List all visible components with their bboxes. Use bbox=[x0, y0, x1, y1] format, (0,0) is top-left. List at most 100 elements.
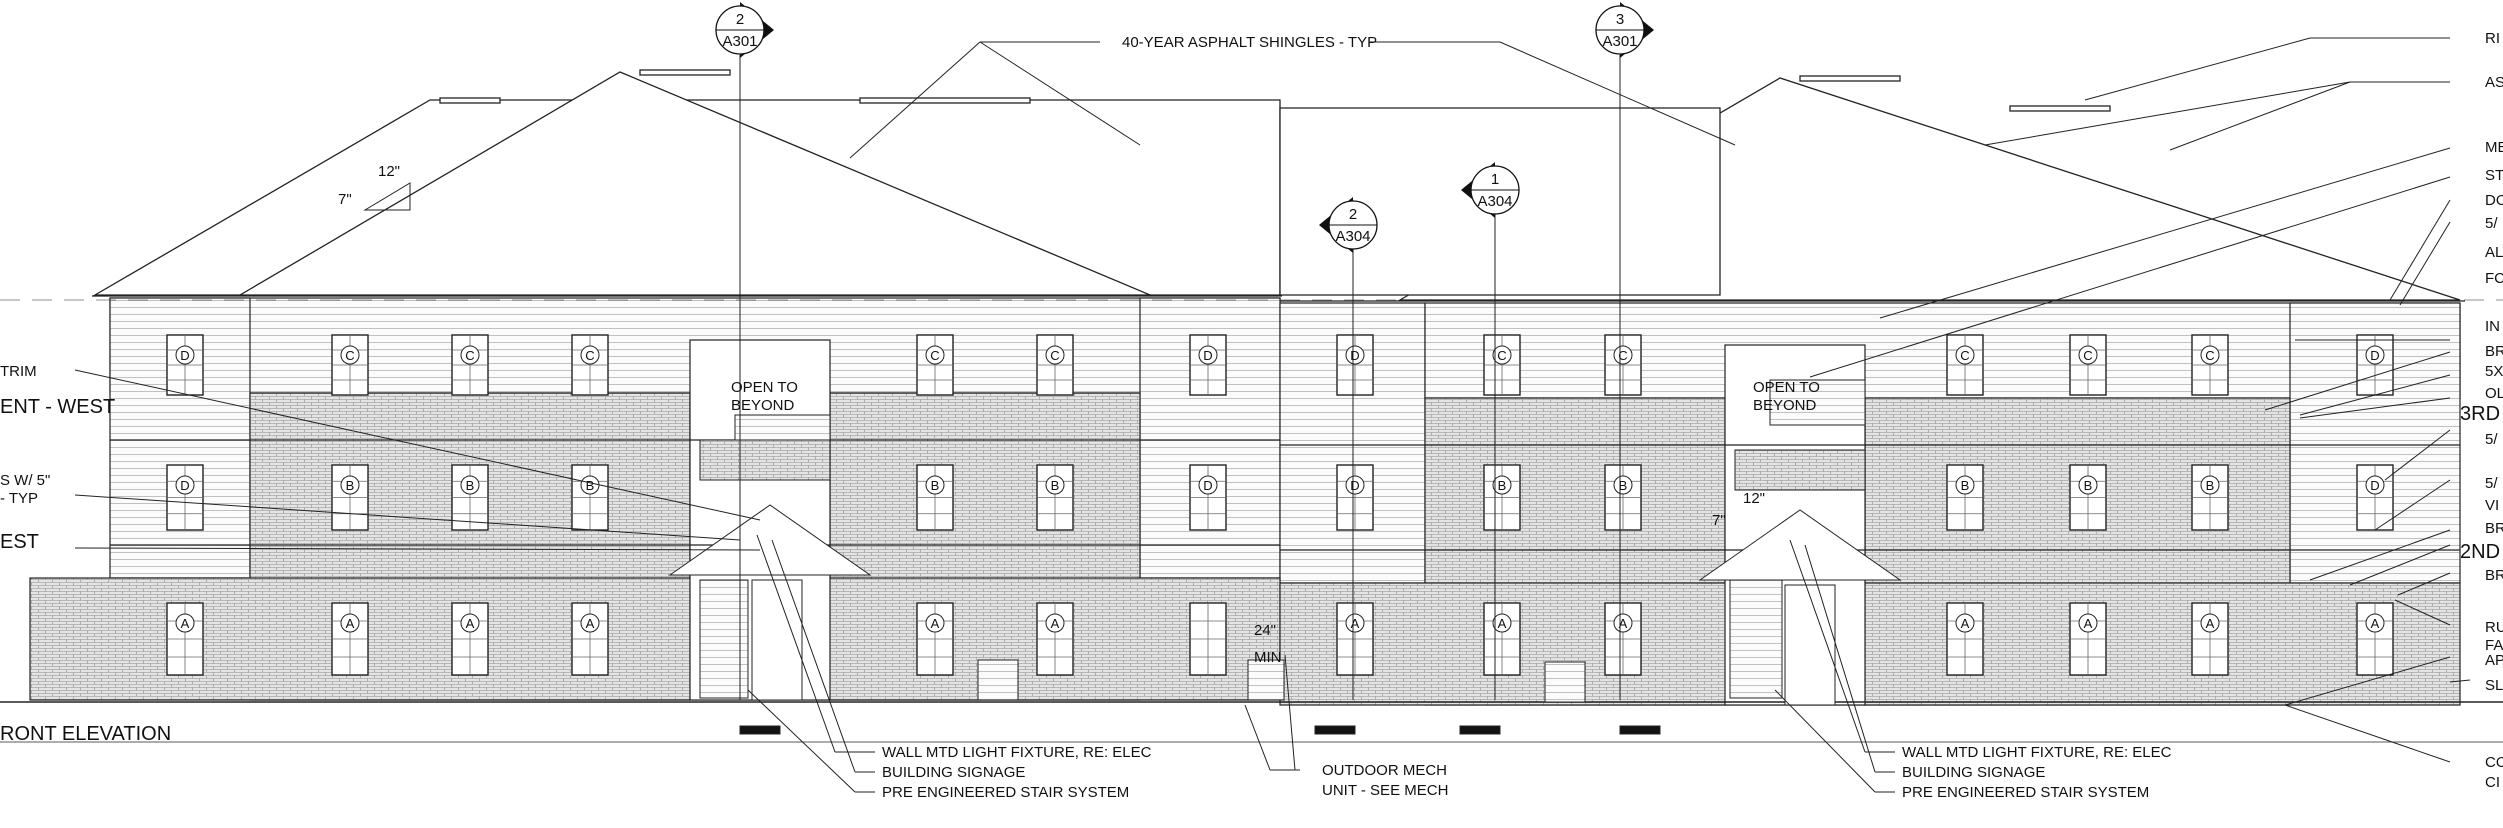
left-note-west: ENT - WEST bbox=[0, 396, 115, 418]
right-note: RU bbox=[2485, 619, 2503, 636]
right-note: DO bbox=[2485, 192, 2503, 209]
window-tag: A bbox=[1051, 616, 1060, 631]
window-tag: C bbox=[1050, 348, 1059, 363]
window-tag: A bbox=[1961, 616, 1970, 631]
brick-right-base bbox=[1279, 582, 2461, 706]
window-tag: D bbox=[1350, 348, 1359, 363]
note-mech-1: OUTDOOR MECH bbox=[1322, 762, 1447, 779]
leader-lines bbox=[74, 37, 2471, 793]
window-tag: C bbox=[585, 348, 594, 363]
window: B bbox=[2191, 464, 2229, 531]
window-tag: B bbox=[346, 478, 355, 493]
right-note: AS bbox=[2485, 74, 2503, 91]
note-stair-right: PRE ENGINEERED STAIR SYSTEM bbox=[1902, 784, 2149, 801]
note-mech-2: UNIT - SEE MECH bbox=[1322, 782, 1448, 799]
window-tag: C bbox=[345, 348, 354, 363]
ridge-vent-left-2 bbox=[439, 97, 501, 104]
window-tag: A bbox=[931, 616, 940, 631]
section-marker-num: 3 bbox=[1616, 11, 1624, 28]
window-tag: A bbox=[2371, 616, 2380, 631]
window-tag: A bbox=[1351, 616, 1360, 631]
note-open-to-1: OPEN TO bbox=[731, 379, 798, 396]
window-tag: D bbox=[1350, 478, 1359, 493]
stair-details bbox=[668, 379, 1902, 735]
window: D bbox=[1189, 334, 1227, 396]
window: A bbox=[166, 602, 204, 676]
footing-mid-b bbox=[1459, 725, 1501, 735]
window-tag: B bbox=[2084, 478, 2093, 493]
stair-treads-right bbox=[1729, 579, 1783, 699]
section-lines bbox=[0, 55, 2503, 700]
section-marker-sheet: A301 bbox=[722, 33, 757, 50]
right-note: IN bbox=[2485, 318, 2500, 335]
section-marker-sheet: A304 bbox=[1477, 193, 1512, 210]
railing-right-mid bbox=[1734, 449, 1866, 491]
window: C bbox=[2069, 334, 2107, 396]
window: B bbox=[1604, 464, 1642, 531]
window: D bbox=[166, 464, 204, 531]
section-marker-num: 1 bbox=[1491, 171, 1499, 188]
window: A bbox=[1604, 602, 1642, 676]
entry-pediment-left bbox=[668, 504, 872, 576]
roof-left-main bbox=[237, 71, 1151, 296]
window-tag: C bbox=[465, 348, 474, 363]
window: D bbox=[2356, 334, 2394, 396]
wall-group bbox=[0, 297, 2503, 743]
left-note-trim: TRIM bbox=[0, 363, 37, 380]
note-signage-left: BUILDING SIGNAGE bbox=[882, 764, 1025, 781]
slope-rise: 7" bbox=[1712, 512, 1726, 529]
note-stair-left: PRE ENGINEERED STAIR SYSTEM bbox=[882, 784, 1129, 801]
slope-indicator: 12" 7" bbox=[338, 163, 411, 211]
window-tag: D bbox=[180, 478, 189, 493]
window-tag: D bbox=[1203, 348, 1212, 363]
window: A bbox=[916, 602, 954, 676]
window: B bbox=[1483, 464, 1521, 531]
slope-run: 12" bbox=[1743, 490, 1765, 507]
window: A bbox=[1036, 602, 1074, 676]
window: D bbox=[1336, 334, 1374, 396]
right-note: AL bbox=[2485, 244, 2503, 261]
roof-group bbox=[92, 69, 2465, 302]
right-note: ST bbox=[2485, 167, 2503, 184]
slope-rise: 7" bbox=[338, 191, 352, 208]
window-tag: A bbox=[2206, 616, 2215, 631]
annotations: 40-YEAR ASPHALT SHINGLES - TYP OPEN TO B… bbox=[0, 34, 2172, 801]
section-marker-4: 1 A304 bbox=[1461, 162, 1520, 218]
window-tag: A bbox=[2084, 616, 2093, 631]
window: B bbox=[1946, 464, 1984, 531]
window-tag: D bbox=[1203, 478, 1212, 493]
level-label: 2ND FL bbox=[2460, 541, 2503, 563]
note-light-right: WALL MTD LIGHT FIXTURE, RE: ELEC bbox=[1902, 744, 2172, 761]
ridge-vent-left bbox=[639, 69, 731, 76]
right-note: 5/ bbox=[2485, 215, 2498, 232]
window-tag: D bbox=[2370, 478, 2379, 493]
window-tag: C bbox=[930, 348, 939, 363]
window-tag: B bbox=[1961, 478, 1970, 493]
note-shingles: 40-YEAR ASPHALT SHINGLES - TYP bbox=[1122, 34, 1377, 51]
footing-left bbox=[739, 725, 781, 735]
railing-left-mid bbox=[699, 439, 831, 481]
note-beyond-1: BEYOND bbox=[731, 397, 795, 414]
railing-right-upper bbox=[1769, 379, 1866, 426]
mech-unit-right bbox=[1544, 661, 1586, 703]
window-tag: D bbox=[2370, 348, 2379, 363]
window: C bbox=[331, 334, 369, 396]
right-note: 5/ bbox=[2485, 475, 2498, 492]
window-tag: A bbox=[346, 616, 355, 631]
window-tag: C bbox=[2083, 348, 2092, 363]
right-note: FC bbox=[2485, 270, 2503, 287]
right-note: AP bbox=[2485, 652, 2503, 669]
window-tag: D bbox=[180, 348, 189, 363]
window-tag: C bbox=[1618, 348, 1627, 363]
window-tag: A bbox=[1619, 616, 1628, 631]
window: D bbox=[166, 334, 204, 396]
left-note-est: EST bbox=[0, 531, 39, 553]
right-note: FA bbox=[2485, 637, 2503, 654]
section-marker-num: 2 bbox=[736, 11, 744, 28]
window-tag: B bbox=[1051, 478, 1060, 493]
window: A bbox=[2191, 602, 2229, 676]
right-note: OL bbox=[2485, 385, 2503, 402]
window: C bbox=[1946, 334, 1984, 396]
